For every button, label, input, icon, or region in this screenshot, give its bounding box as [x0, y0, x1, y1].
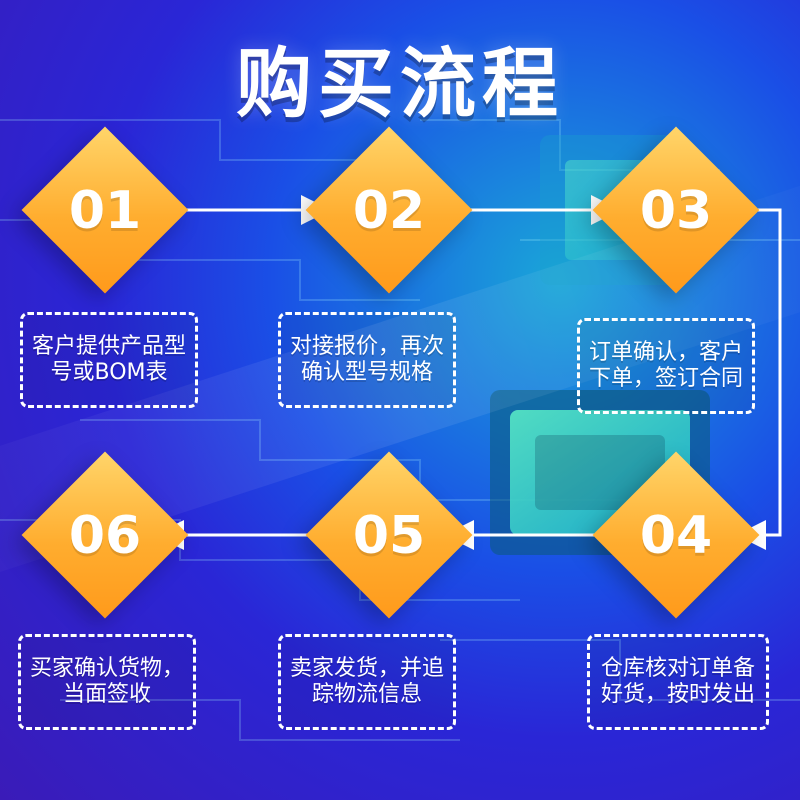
step-04-box: 仓库核对订单备好货，按时发出: [587, 634, 769, 730]
step-04-number: 04: [639, 506, 713, 566]
step-03-text: 订单确认，客户下单，签订合同: [588, 340, 743, 391]
step-06-text: 买家确认货物，当面签收: [29, 656, 184, 707]
step-03-number: 03: [639, 181, 713, 241]
step-06-box: 买家确认货物，当面签收: [18, 634, 196, 730]
step-03-box: 订单确认，客户下单，签订合同: [577, 318, 755, 414]
step-01-number: 01: [68, 181, 142, 241]
step-02-text: 对接报价，再次确认型号规格: [289, 334, 444, 385]
step-01-text: 客户提供产品型号或BOM表: [31, 334, 186, 385]
step-05-text: 卖家发货，并追踪物流信息: [289, 656, 444, 707]
step-06-number: 06: [68, 506, 142, 566]
step-05-number: 05: [352, 506, 426, 566]
step-02-number: 02: [352, 181, 426, 241]
page-title: 购买流程: [236, 39, 564, 128]
step-02-box: 对接报价，再次确认型号规格: [278, 312, 456, 408]
step-04-text: 仓库核对订单备好货，按时发出: [600, 656, 755, 707]
step-01-box: 客户提供产品型号或BOM表: [20, 312, 198, 408]
step-05-box: 卖家发货，并追踪物流信息: [278, 634, 456, 730]
